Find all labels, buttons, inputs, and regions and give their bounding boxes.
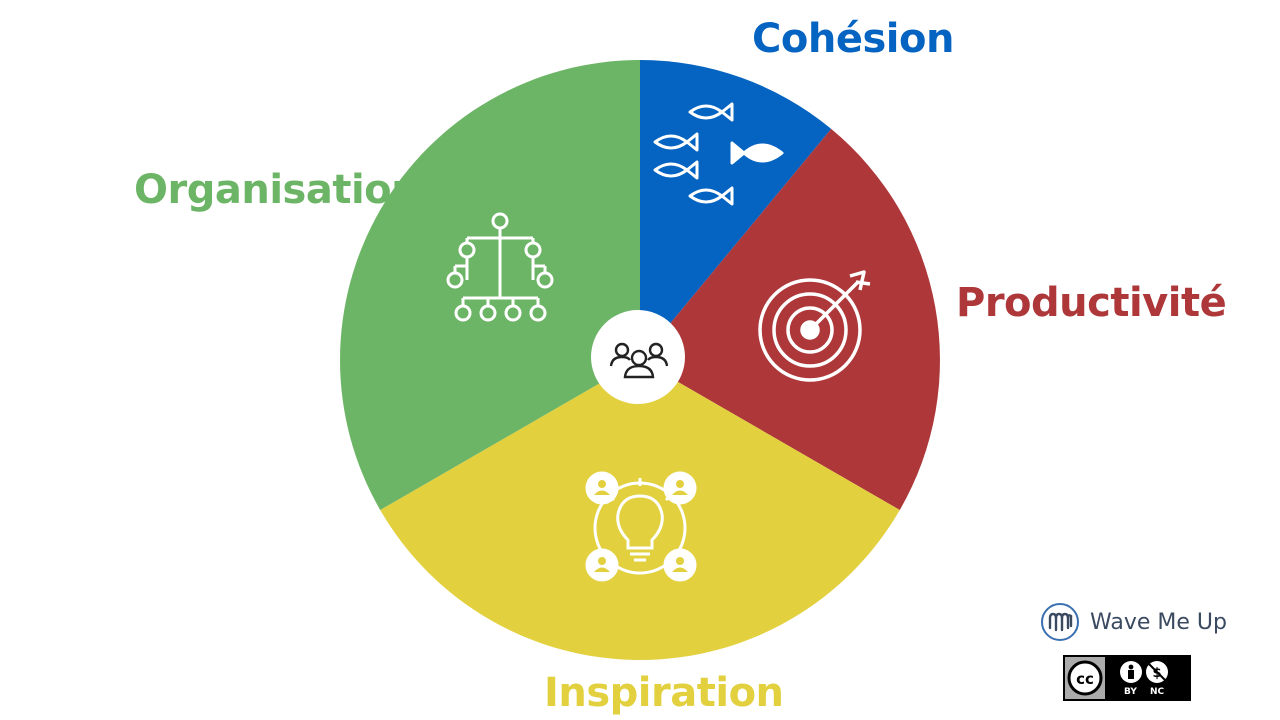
target-arrow-icon [758,270,871,382]
fish-school-icon [653,102,784,206]
svg-text:cc: cc [1076,670,1094,688]
label-productivite: Productivité [956,280,1227,326]
segment-organisation [340,60,640,510]
center-disc [591,310,685,404]
license-nc: NC [1150,687,1165,697]
brand-name: Wave Me Up [1090,609,1227,635]
cc-license-badge: cc $ BY NC [1063,655,1191,701]
lightbulb-network-icon [585,471,697,582]
segment-cohesion [640,60,832,360]
brand-logo: Wave Me Up [1040,600,1227,644]
label-inspiration: Inspiration [544,670,784,716]
label-organisation: Organisation [134,167,420,213]
label-cohesion: Cohésion [752,16,954,62]
wave-logo-icon [1041,603,1079,641]
org-chart-icon [446,212,554,322]
cc-license-icon: cc $ [1067,657,1189,699]
team-icon [609,342,669,379]
license-by: BY [1124,687,1137,697]
svg-text:$: $ [1152,666,1161,681]
